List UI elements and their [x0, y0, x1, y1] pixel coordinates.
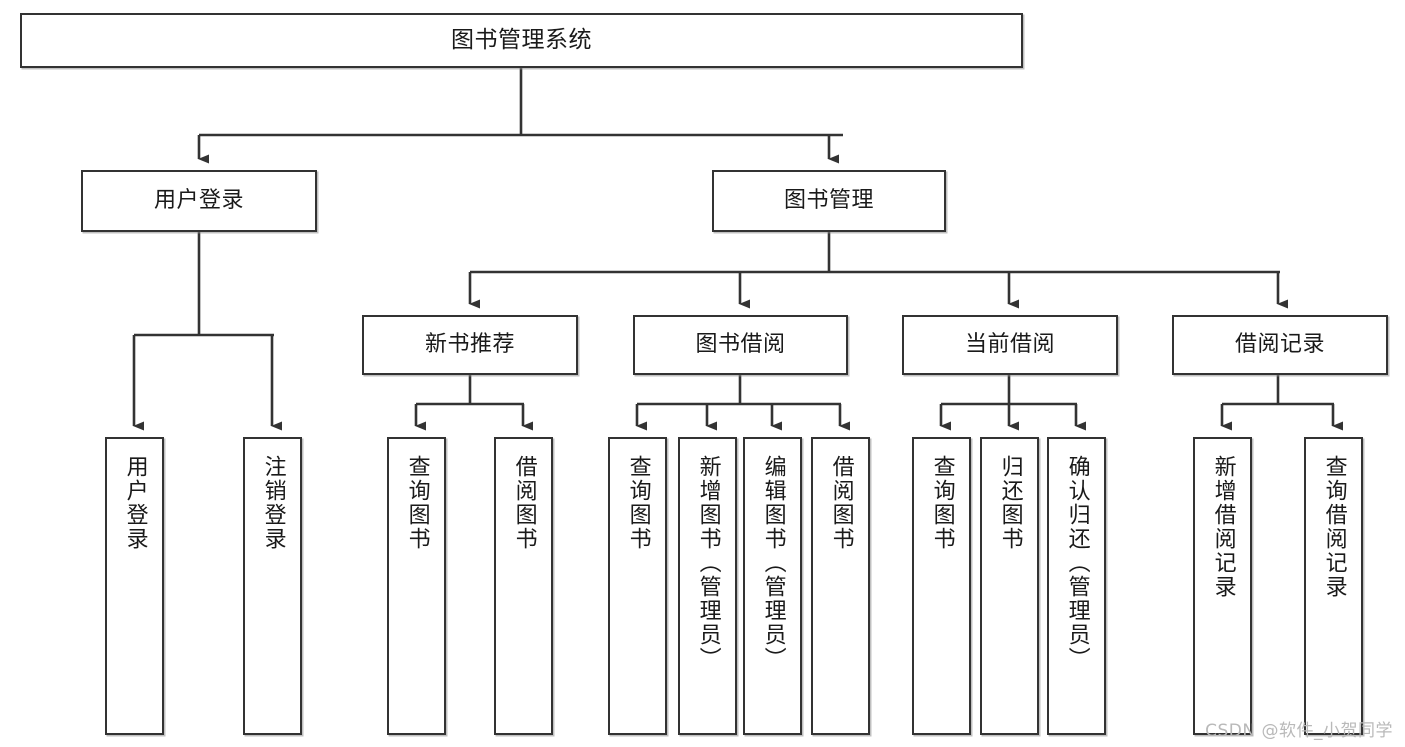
leaf-current-borrow-confirm-return[interactable]: 确认归还（管理员） [1047, 437, 1106, 735]
leaf-book-borrow-borrow[interactable]: 借阅图书 [811, 437, 870, 735]
node-label: 借阅图书 [511, 455, 537, 551]
leaf-user-login-logout[interactable]: 注销登录 [243, 437, 302, 735]
edge-group-new-book-recommend [414, 375, 533, 431]
node-label: 新增图书（管理员） [695, 455, 721, 671]
node-label: 新书推荐 [424, 331, 515, 357]
node-borrow-record[interactable]: 借阅记录 [1172, 315, 1388, 375]
node-label: 查询图书 [625, 455, 651, 551]
node-label: 用户登录 [153, 187, 244, 213]
node-label: 当前借阅 [964, 331, 1055, 357]
node-label: 查询图书 [404, 455, 430, 551]
leaf-new-book-query[interactable]: 查询图书 [387, 437, 446, 735]
edge-group-root [197, 68, 843, 164]
node-book-management[interactable]: 图书管理 [712, 170, 946, 232]
edge-group-borrow-record [1220, 375, 1343, 431]
node-label: 新增借阅记录 [1210, 455, 1236, 599]
leaf-book-borrow-query[interactable]: 查询图书 [608, 437, 667, 735]
node-user-login[interactable]: 用户登录 [81, 170, 317, 232]
node-book-borrow[interactable]: 图书借阅 [633, 315, 848, 375]
leaf-user-login-login[interactable]: 用户登录 [105, 437, 164, 735]
leaf-new-book-borrow[interactable]: 借阅图书 [494, 437, 553, 735]
leaf-current-borrow-query[interactable]: 查询图书 [912, 437, 971, 735]
edge-group-book-borrow [635, 375, 850, 431]
node-label: 编辑图书（管理员） [760, 455, 786, 671]
node-label: 查询图书 [929, 455, 955, 551]
node-label: 图书借阅 [695, 331, 786, 357]
node-label: 图书管理系统 [451, 27, 592, 54]
node-label: 注销登录 [260, 455, 286, 551]
edge-group-current-borrow [939, 375, 1086, 431]
leaf-borrow-record-query[interactable]: 查询借阅记录 [1304, 437, 1363, 735]
node-current-borrow[interactable]: 当前借阅 [902, 315, 1118, 375]
leaf-book-borrow-add[interactable]: 新增图书（管理员） [678, 437, 737, 735]
edge-group-book-manage [468, 232, 1288, 309]
node-label: 图书管理 [783, 187, 874, 213]
node-label: 归还图书 [997, 455, 1023, 551]
leaf-borrow-record-add[interactable]: 新增借阅记录 [1193, 437, 1252, 735]
node-label: 借阅记录 [1234, 331, 1325, 357]
node-label: 借阅图书 [828, 455, 854, 551]
node-label: 用户登录 [122, 455, 148, 551]
csdn-watermark: CSDN @软件_小贺同学 [1205, 721, 1393, 741]
node-new-book-recommend[interactable]: 新书推荐 [362, 315, 578, 375]
node-label: 确认归还（管理员） [1064, 455, 1090, 671]
edge-group-user-login [132, 232, 282, 431]
leaf-current-borrow-return[interactable]: 归还图书 [980, 437, 1039, 735]
node-label: 查询借阅记录 [1321, 455, 1347, 599]
node-root-book-management-system[interactable]: 图书管理系统 [20, 13, 1023, 68]
leaf-book-borrow-edit[interactable]: 编辑图书（管理员） [743, 437, 802, 735]
